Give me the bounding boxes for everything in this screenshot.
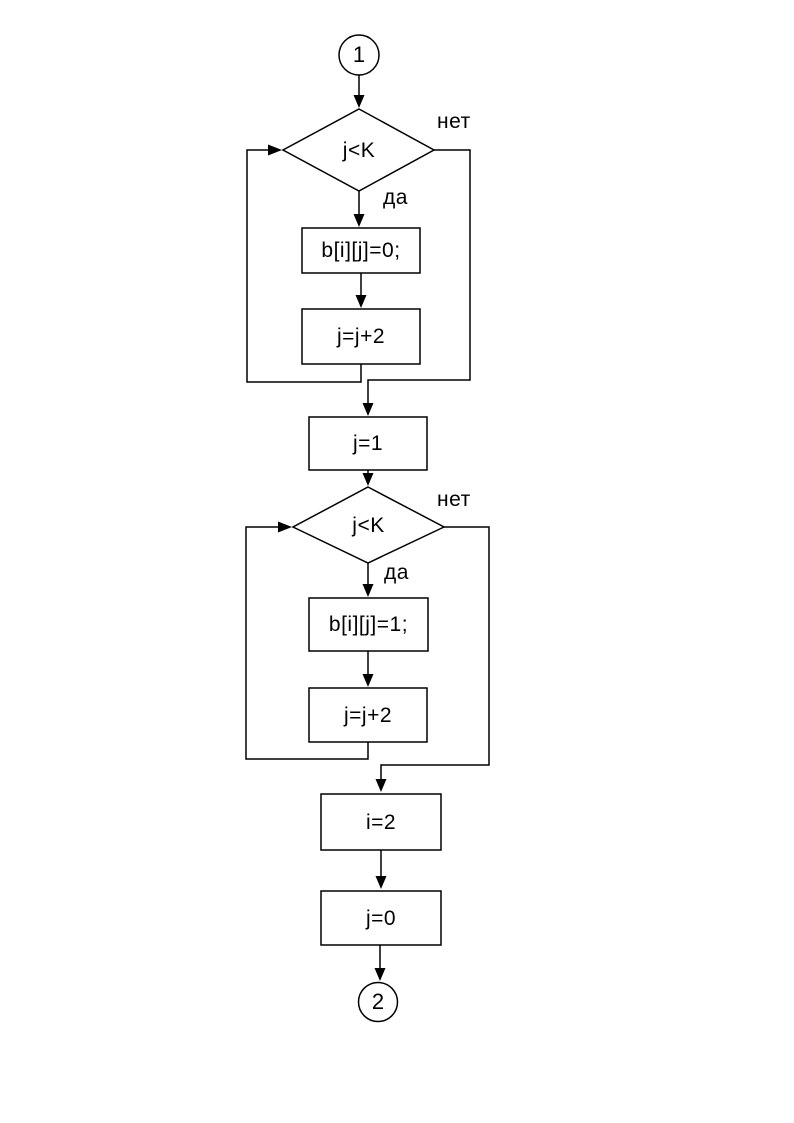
edge-decision2-no xyxy=(380,526,490,780)
arrowhead-down-icon xyxy=(362,584,374,597)
arrowhead-down-icon xyxy=(362,674,374,687)
process-increment1-shape xyxy=(301,308,421,365)
decision2-no-label: нет xyxy=(437,488,471,511)
edge-decision1-no xyxy=(367,149,471,404)
arrowhead-right-icon xyxy=(278,521,292,533)
process-initi2-shape xyxy=(320,793,442,851)
arrowhead-down-icon xyxy=(375,876,387,889)
decision2-yes-label: да xyxy=(384,561,409,584)
arrowhead-down-icon xyxy=(375,779,387,792)
decision2-diamond xyxy=(291,486,446,564)
decision1-diamond xyxy=(281,108,436,192)
process-increment2-label: j=j+2 xyxy=(343,703,393,727)
arrowhead-down-icon xyxy=(355,295,367,308)
process-increment2-shape xyxy=(308,687,428,743)
process-initj0-shape xyxy=(320,890,442,946)
decision2-condition: j<K xyxy=(352,513,385,537)
start-connector-label: 1 xyxy=(352,42,366,67)
process-initj0-label: j=0 xyxy=(365,906,397,930)
process-body1-label: b[i][j]=0; xyxy=(321,239,401,262)
arrowheads xyxy=(268,95,387,981)
arrowhead-down-icon xyxy=(362,473,374,486)
arrowhead-down-icon xyxy=(353,214,365,227)
end-connector-label: 2 xyxy=(371,989,385,1014)
decision1-no-label: нет xyxy=(437,110,471,133)
process-body2-label: b[i][j]=1; xyxy=(328,613,409,636)
process-body1-shape xyxy=(301,227,421,274)
process-increment1-label: j=j+2 xyxy=(336,325,386,348)
decision1-yes-label: да xyxy=(383,186,408,209)
edge-loop1-back xyxy=(246,149,362,383)
process-initi2-label: i=2 xyxy=(365,810,397,834)
arrowhead-down-icon xyxy=(374,968,386,981)
end-connector-shape xyxy=(357,981,399,1023)
arrowhead-down-icon xyxy=(353,95,365,108)
process-body2-shape xyxy=(308,597,429,652)
edge-loop2-back xyxy=(245,526,369,760)
process-initj1-label: j=1 xyxy=(352,432,384,455)
process-initj1-shape xyxy=(308,416,428,471)
decision1-condition: j<K xyxy=(342,138,376,162)
arrowhead-down-icon xyxy=(362,403,374,416)
arrowhead-right-icon xyxy=(268,144,282,156)
start-connector-shape xyxy=(338,34,380,76)
